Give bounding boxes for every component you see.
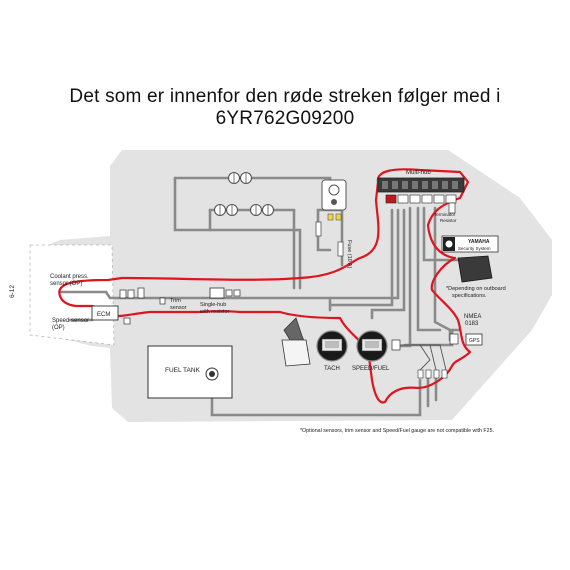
footnote: *Optional sensors, trim sensor and Speed… <box>300 428 494 434</box>
engine-connectors <box>119 287 166 325</box>
gps-box: GPS <box>465 333 483 346</box>
speed-fuel-label: SPEED/FUEL <box>352 366 390 372</box>
speed-fuel-gauge <box>356 330 388 362</box>
depending-note-line2: specifications. <box>452 293 487 299</box>
multi-hub: Multi-hub Terminator Resistor <box>377 170 465 223</box>
trim-sensor-label-1: Trim <box>170 298 181 304</box>
speed-sensor-label-1: Speed sensor <box>52 318 89 324</box>
security-module <box>457 255 493 283</box>
speed-sensor-label-2: (OP) <box>52 325 65 331</box>
coolant-sensor-label-2: sensor (OP) <box>50 281 82 287</box>
single-hub <box>209 287 241 299</box>
security-system-decal: YAMAHA Security System <box>441 235 499 253</box>
main-switch-panel <box>321 179 347 221</box>
brand-text: YAMAHA <box>468 239 490 245</box>
title-line-1: Det som er innenfor den røde streken føl… <box>69 86 501 107</box>
nmea-label-2: 0183 <box>465 321 479 327</box>
page-number: 6-12 <box>9 285 16 298</box>
fuse-label: Fuse (10 A) <box>346 240 352 269</box>
ecm-label: ECM <box>97 312 110 318</box>
outboard-cutout <box>29 244 115 346</box>
terminator-label: Terminator <box>434 212 456 217</box>
resistor-label: Resistor <box>440 218 457 223</box>
fuel-tank-label: FUEL TANK <box>165 367 201 374</box>
single-hub-label-2: with resistor <box>199 309 230 315</box>
ecm-box: ECM <box>91 305 119 321</box>
nmea-connectors <box>391 333 459 379</box>
trim-sensor-label-2: sensor <box>170 305 187 311</box>
title-line-2: 6YR762G09200 <box>215 108 355 129</box>
switch-panel-mid-left <box>213 203 239 217</box>
gps-label: GPS <box>469 338 480 344</box>
nmea-label-1: NMEA <box>464 314 481 320</box>
switch-panel-mid-right <box>249 203 275 217</box>
throttle-lever <box>281 317 311 367</box>
single-hub-label-1: Single-hub <box>200 302 226 308</box>
depending-note-line1: *Depending on outboard <box>446 286 506 292</box>
security-system-text: Security System <box>458 246 491 251</box>
switch-panel-top-left <box>227 171 253 185</box>
coolant-sensor-label-1: Coolant press. <box>50 274 89 280</box>
fuse-holder: Fuse (10 A) <box>315 221 352 269</box>
multi-hub-label: Multi-hub <box>406 170 431 176</box>
red-boundary-line <box>58 168 472 404</box>
tach-gauge <box>316 330 348 362</box>
tach-label: TACH <box>324 366 340 372</box>
fuel-tank: FUEL TANK <box>147 345 233 399</box>
